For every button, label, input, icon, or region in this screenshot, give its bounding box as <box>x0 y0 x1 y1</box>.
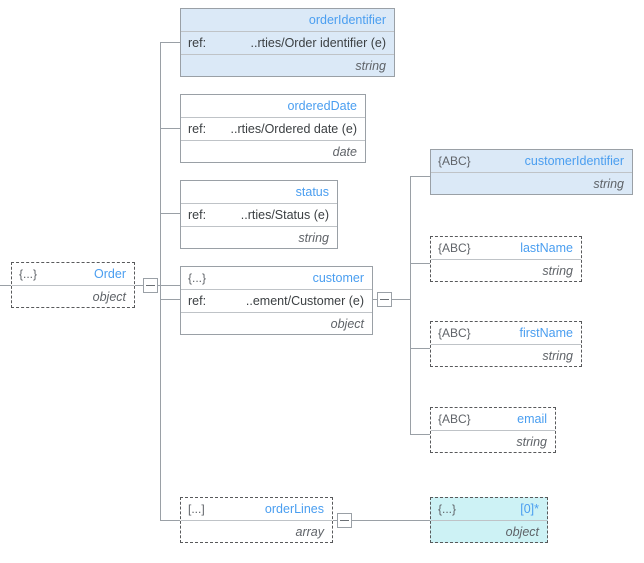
string-icon: {ABC} <box>438 241 471 255</box>
customer-collapse-toggle[interactable] <box>377 292 392 307</box>
order-collapse-toggle[interactable] <box>143 278 158 293</box>
node-order-lines-item-type: object <box>505 525 539 539</box>
node-customer-identifier-name: customerIdentifier <box>524 154 624 168</box>
ref-value: ..rties/Status (e) <box>240 208 329 222</box>
node-last-name[interactable]: {ABC} lastName string <box>430 236 582 282</box>
orderlines-collapse-toggle[interactable] <box>337 513 352 528</box>
node-order-lines-item-name: [0]* <box>520 502 539 516</box>
node-order-identifier-type: string <box>355 59 386 73</box>
node-customer-ref-row: ref: ..ement/Customer (e) <box>181 290 372 313</box>
node-order-lines-type: array <box>295 525 324 539</box>
node-status-type-row: string <box>181 227 337 250</box>
connector-branch-status <box>160 213 180 214</box>
connector-branch-orderlines <box>160 520 180 521</box>
node-status-ref-row: ref: ..rties/Status (e) <box>181 204 337 227</box>
node-order-type: object <box>92 290 126 304</box>
string-icon: {ABC} <box>438 326 471 340</box>
connector-branch-customer <box>160 299 180 300</box>
node-order-lines-type-row: array <box>181 521 332 544</box>
node-customer-type: object <box>330 317 364 331</box>
node-order-identifier-name: orderIdentifier <box>308 13 386 27</box>
object-icon: {...} <box>19 267 38 281</box>
node-status-header: status <box>181 181 337 204</box>
node-order-type-row: object <box>12 286 134 309</box>
connector-orderlines-toggle-to-item <box>352 520 430 521</box>
node-ordered-date-type-row: date <box>181 141 365 164</box>
node-last-name-header: {ABC} lastName <box>431 237 581 260</box>
string-icon: {ABC} <box>438 412 471 426</box>
connector-branch-lastname <box>410 263 432 264</box>
node-customer-identifier-type: string <box>593 177 624 191</box>
connector-orderlines-to-toggle <box>333 520 337 521</box>
node-order-identifier[interactable]: orderIdentifier ref: ..rties/Order ident… <box>180 8 395 77</box>
node-order[interactable]: {...} Order object <box>11 262 135 308</box>
node-order-lines-item[interactable]: {...} [0]* object <box>430 497 548 543</box>
node-last-name-name: lastName <box>520 241 573 255</box>
connector-branch-customeridentifier <box>410 176 432 177</box>
node-email[interactable]: {ABC} email string <box>430 407 556 453</box>
object-icon: {...} <box>188 271 207 285</box>
ref-value: ..rties/Order identifier (e) <box>250 36 386 50</box>
ref-value: ..ement/Customer (e) <box>245 294 364 308</box>
node-first-name-header: {ABC} firstName <box>431 322 581 345</box>
connector-branch-firstname <box>410 348 432 349</box>
connector-spine-order-children <box>160 42 161 520</box>
ref-label: ref: <box>188 208 207 222</box>
node-customer-identifier[interactable]: {ABC} customerIdentifier string <box>430 149 633 195</box>
connector-branch-orderidentifier <box>160 42 180 43</box>
node-customer-identifier-type-row: string <box>431 173 632 196</box>
node-order-header: {...} Order <box>12 263 134 286</box>
node-email-type-row: string <box>431 431 555 454</box>
node-ordered-date[interactable]: orderedDate ref: ..rties/Ordered date (e… <box>180 94 366 163</box>
node-status[interactable]: status ref: ..rties/Status (e) string <box>180 180 338 249</box>
node-order-identifier-ref-row: ref: ..rties/Order identifier (e) <box>181 32 394 55</box>
connector-branch-email <box>410 434 432 435</box>
node-order-lines-header: [...] orderLines <box>181 498 332 521</box>
ref-label: ref: <box>188 36 207 50</box>
node-status-type: string <box>298 231 329 245</box>
connector-customer-to-toggle <box>373 299 377 300</box>
node-last-name-type: string <box>542 264 573 278</box>
node-first-name-name: firstName <box>519 326 573 340</box>
ref-label: ref: <box>188 122 207 136</box>
ref-label: ref: <box>188 294 207 308</box>
node-last-name-type-row: string <box>431 260 581 283</box>
node-customer-type-row: object <box>181 313 372 336</box>
node-email-header: {ABC} email <box>431 408 555 431</box>
connector-root-stub <box>0 285 11 286</box>
node-ordered-date-ref-row: ref: ..rties/Ordered date (e) <box>181 118 365 141</box>
ref-value: ..rties/Ordered date (e) <box>230 122 357 136</box>
object-icon: {...} <box>438 502 457 516</box>
array-icon: [...] <box>188 502 205 516</box>
node-email-name: email <box>517 412 547 426</box>
node-ordered-date-name: orderedDate <box>287 99 358 113</box>
node-customer-identifier-header: {ABC} customerIdentifier <box>431 150 632 173</box>
node-order-name: Order <box>94 267 126 281</box>
node-order-lines[interactable]: [...] orderLines array <box>180 497 333 543</box>
string-icon: {ABC} <box>438 154 471 168</box>
connector-order-to-toggle <box>135 285 143 286</box>
node-ordered-date-type: date <box>332 145 357 159</box>
node-order-lines-name: orderLines <box>264 502 324 516</box>
node-customer-header: {...} customer <box>181 267 372 290</box>
node-order-identifier-type-row: string <box>181 55 394 78</box>
node-status-name: status <box>295 185 329 199</box>
node-customer-name: customer <box>312 271 364 285</box>
node-customer[interactable]: {...} customer ref: ..ement/Customer (e)… <box>180 266 373 335</box>
connector-spine-customer-children <box>410 176 411 434</box>
connector-toggle-to-spine <box>158 285 180 286</box>
connector-customer-toggle-to-spine <box>392 299 411 300</box>
node-first-name[interactable]: {ABC} firstName string <box>430 321 582 367</box>
node-order-lines-item-type-row: object <box>431 521 547 544</box>
node-first-name-type: string <box>542 349 573 363</box>
node-order-lines-item-header: {...} [0]* <box>431 498 547 521</box>
connector-branch-ordereddate <box>160 128 180 129</box>
node-ordered-date-header: orderedDate <box>181 95 365 118</box>
node-email-type: string <box>516 435 547 449</box>
node-first-name-type-row: string <box>431 345 581 368</box>
node-order-identifier-header: orderIdentifier <box>181 9 394 32</box>
